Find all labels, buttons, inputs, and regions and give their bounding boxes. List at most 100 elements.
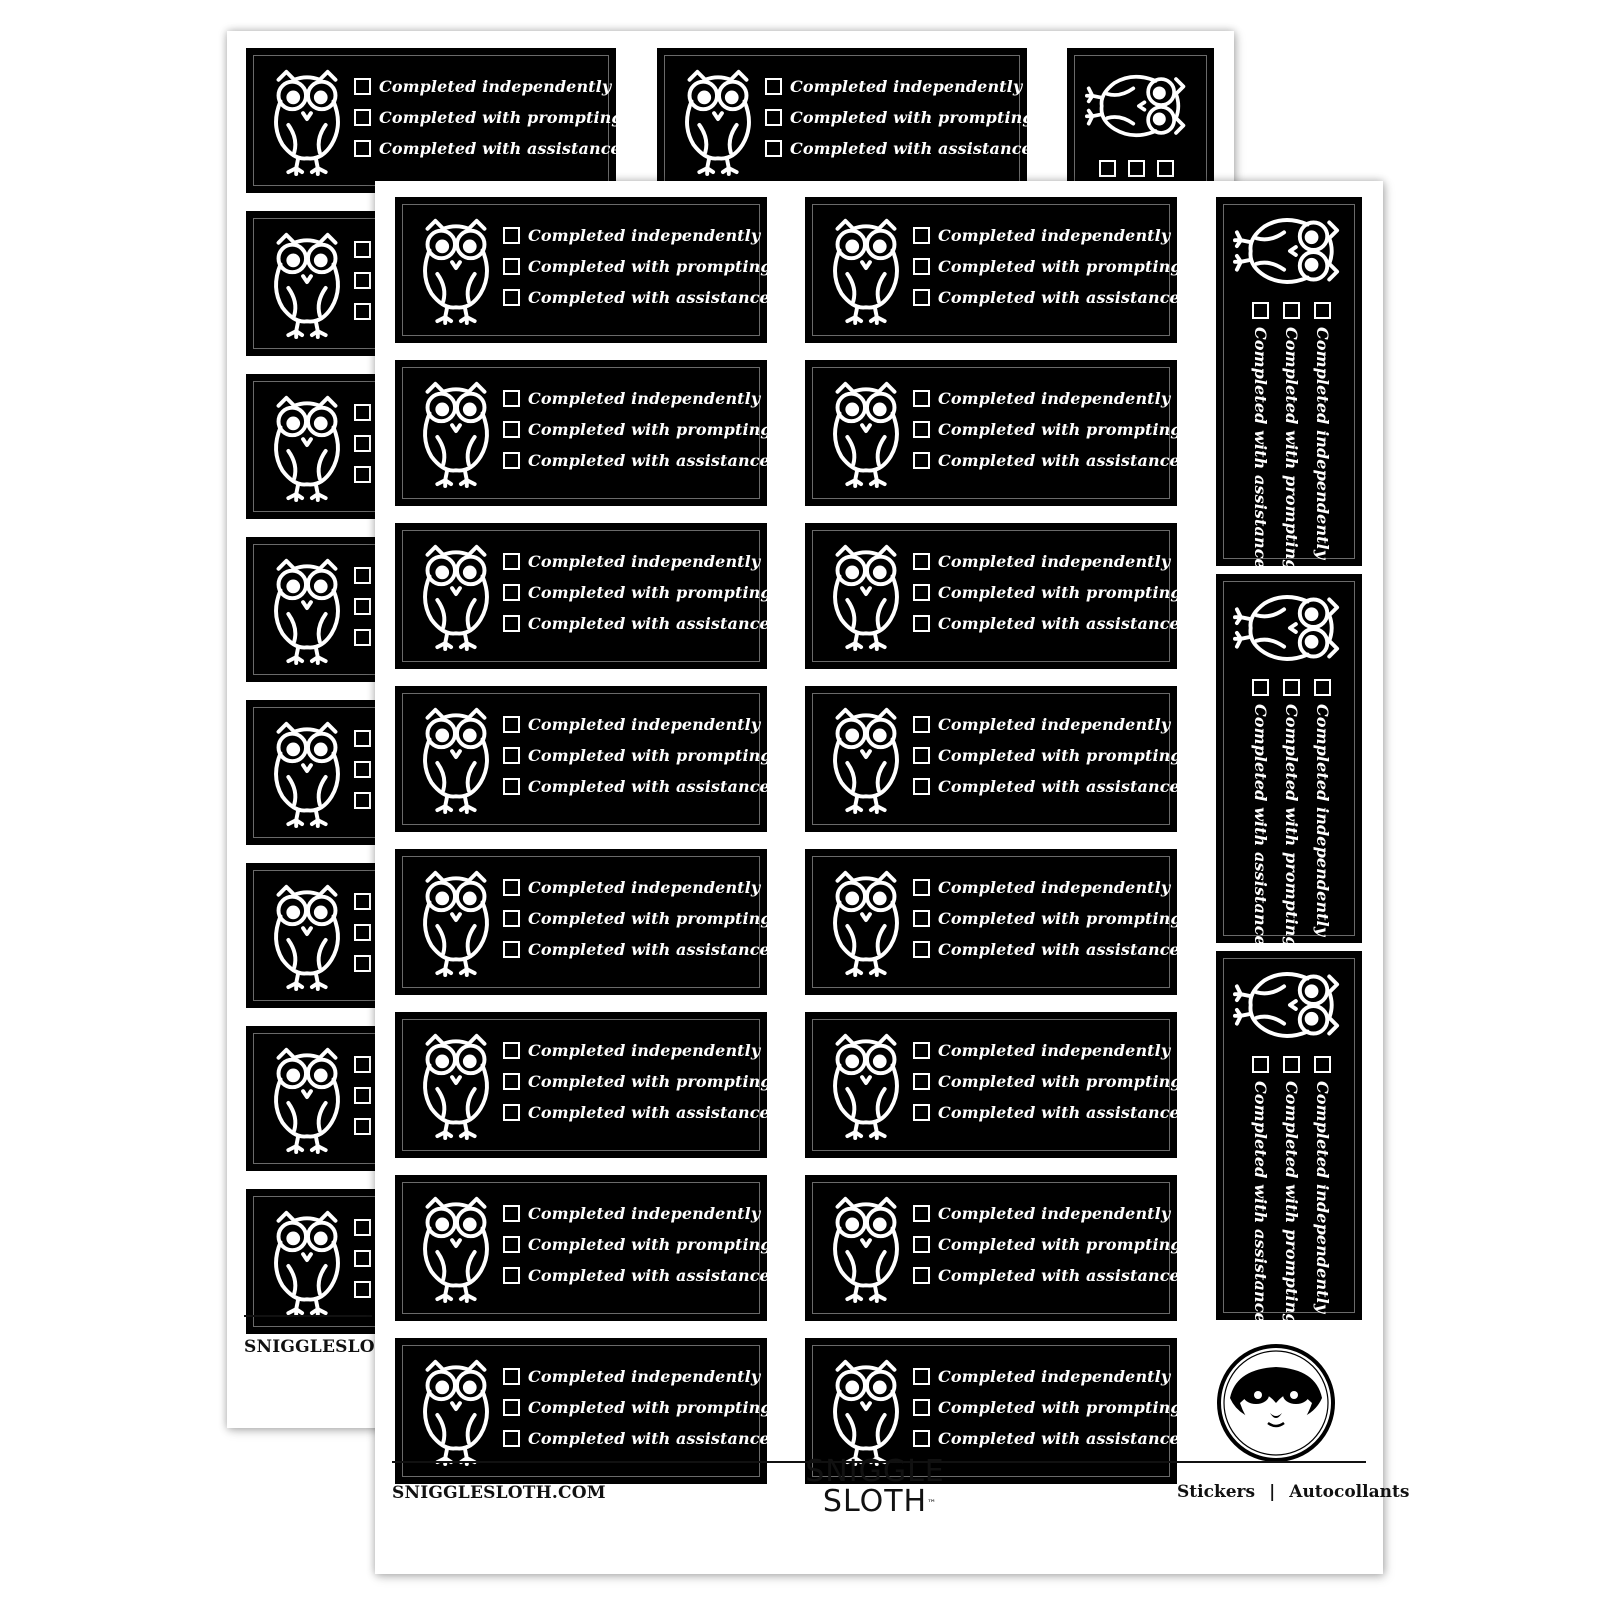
checklist-item: Completed with prompting (913, 1071, 1177, 1092)
checklist-item: Completed with assistance (1250, 1055, 1271, 1320)
checkbox-icon (503, 390, 520, 407)
completed-with-assistance-text: Completed with assistance (1251, 703, 1270, 944)
owl-with-glasses-icon (274, 232, 340, 339)
checkbox-icon (913, 289, 930, 306)
checkbox-icon (503, 778, 520, 795)
checklist-item: Completed with assistance (765, 138, 1027, 159)
owl-with-glasses-icon (274, 1210, 340, 1317)
owl-with-glasses-icon (274, 558, 340, 665)
checklist-item: Completed independently (765, 76, 1022, 97)
checklist-item: Completed independently (503, 1040, 761, 1061)
checkbox-icon (913, 1073, 930, 1090)
owl-with-glasses-icon (1233, 971, 1340, 1038)
front-sticker-sheet: Completed independently Completed with p… (375, 181, 1409, 1574)
checklist-item: Completed with assistance (913, 450, 1177, 471)
checkbox-icon (354, 404, 371, 421)
completed-with-prompting-text: Completed with prompting (528, 257, 767, 276)
completed-independently-text: Completed independently (938, 715, 1171, 734)
checklist-item: Completed with assistance (913, 613, 1177, 634)
checkbox-icon (1252, 1055, 1269, 1073)
checkbox-icon (913, 1236, 930, 1253)
checklist-item: Completed independently (913, 1040, 1171, 1061)
checklist-item: Completed independently (913, 877, 1171, 898)
owl-with-glasses-icon (833, 544, 899, 651)
completed-independently-text: Completed independently (528, 552, 761, 571)
completed-independently-text: Completed independently (528, 1204, 761, 1223)
sticker-type-label: Stickers | Autocollants (1177, 1482, 1409, 1502)
checkbox-icon (913, 258, 930, 275)
checkbox-icon (1314, 301, 1331, 319)
checklist-item: Completed independently (913, 1203, 1171, 1224)
owl-checklist-sticker: Completed independently Completed with p… (395, 1338, 767, 1484)
completed-with-assistance-text: Completed with assistance (790, 139, 1027, 158)
checkbox-icon (354, 1250, 371, 1267)
checklist-item: Completed with prompting (913, 419, 1177, 440)
completed-independently-text: Completed independently (528, 1367, 761, 1386)
checkbox-icon (1128, 160, 1145, 177)
owl-checklist-sticker-vertical: Completed independently Completed with p… (1216, 197, 1362, 566)
owl-checklist-sticker: Completed independently Completed with p… (805, 1338, 1177, 1484)
owl-with-glasses-icon (423, 1359, 489, 1466)
completed-with-prompting-text: Completed with prompting (790, 108, 1027, 127)
checklist-item: Completed with prompting (913, 582, 1177, 603)
owl-with-glasses-icon (423, 707, 489, 814)
completed-with-assistance-text: Completed with assistance (528, 940, 767, 959)
completed-with-assistance-text: Completed with assistance (528, 1429, 767, 1448)
brand-line-1: SNIGGLE (805, 1454, 945, 1489)
completed-with-prompting-text: Completed with prompting (528, 746, 767, 765)
completed-with-prompting-text: Completed with prompting (528, 1235, 767, 1254)
checkbox-icon (354, 466, 371, 483)
checklist-item: Completed with assistance (913, 287, 1177, 308)
owl-checklist-sticker: Completed independently Completed with p… (395, 1175, 767, 1321)
completed-with-prompting-text: Completed with prompting (938, 909, 1177, 928)
checkbox-icon (913, 553, 930, 570)
checkbox-icon (354, 140, 371, 157)
owl-with-glasses-icon (274, 721, 340, 828)
checklist-item: Completed with prompting (503, 1071, 767, 1092)
checkbox-icon (913, 452, 930, 469)
checklist-item: Completed with prompting (503, 256, 767, 277)
checkbox-icon (354, 792, 371, 809)
checkbox-icon (913, 879, 930, 896)
completed-independently-text: Completed independently (1313, 326, 1332, 559)
checkbox-icon (1252, 678, 1269, 696)
completed-with-prompting-text: Completed with prompting (938, 257, 1177, 276)
trademark: ™ (927, 1499, 938, 1509)
completed-independently-text: Completed independently (528, 715, 761, 734)
checklist-item: Completed with assistance (503, 1428, 767, 1449)
completed-independently-text: Completed independently (528, 226, 761, 245)
checklist-item: Completed with prompting (765, 107, 1027, 128)
checkbox-icon (765, 109, 782, 126)
checklist-item: Completed independently (503, 1203, 761, 1224)
checkbox-icon (503, 910, 520, 927)
checklist-item: Completed independently (1312, 678, 1333, 936)
checkbox-icon (503, 1104, 520, 1121)
checkbox-icon (503, 1267, 520, 1284)
checkbox-icon (503, 1205, 520, 1222)
checkbox-icon (354, 109, 371, 126)
completed-with-prompting-text: Completed with prompting (379, 108, 616, 127)
checkbox-icon (1283, 678, 1300, 696)
checklist-item: Completed with prompting (503, 745, 767, 766)
checklist-item: Completed independently (503, 225, 761, 246)
checklist-item: Completed with assistance (503, 450, 767, 471)
checkbox-icon (354, 241, 371, 258)
completed-with-assistance-text: Completed with assistance (1251, 1080, 1270, 1321)
owl-checklist-sticker: Completed independently Completed with p… (395, 197, 767, 343)
checkbox-icon (1314, 678, 1331, 696)
completed-independently-text: Completed independently (528, 878, 761, 897)
completed-with-prompting-text: Completed with prompting (938, 746, 1177, 765)
completed-independently-text: Completed independently (938, 878, 1171, 897)
checkbox-icon (913, 421, 930, 438)
owl-with-glasses-icon (833, 218, 899, 325)
checklist-item: Completed with assistance (503, 287, 767, 308)
label-stickers: Stickers (1177, 1482, 1256, 1502)
checkbox-icon (503, 1236, 520, 1253)
owl-checklist-sticker: Completed independently Completed with p… (395, 686, 767, 832)
checkbox-icon (354, 893, 371, 910)
label-separator: | (1269, 1482, 1276, 1502)
checkbox-icon (503, 615, 520, 632)
completed-independently-text: Completed independently (528, 1041, 761, 1060)
owl-checklist-sticker-vertical: Completed independently Completed with p… (1216, 574, 1362, 943)
